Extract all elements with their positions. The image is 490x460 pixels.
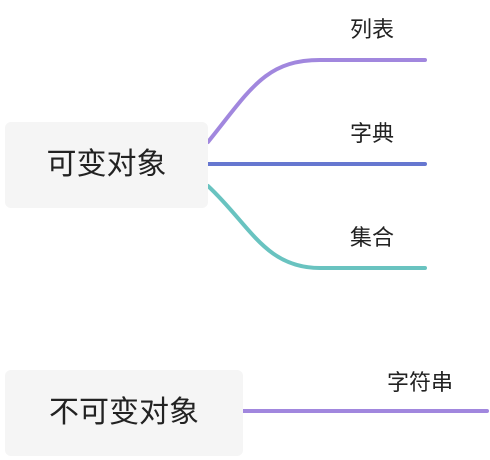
root-node-label: 不可变对象: [49, 395, 199, 430]
leaf-node-string[interactable]: 字符串: [387, 371, 454, 396]
root-node-immutable-objects[interactable]: 不可变对象: [5, 370, 243, 456]
edge-mutable-to-set: [206, 184, 427, 270]
edge-mutable-to-list: [206, 58, 427, 144]
root-node-label: 可变对象: [46, 147, 167, 182]
leaf-node-dict[interactable]: 字典: [350, 122, 395, 147]
root-node-mutable-objects[interactable]: 可变对象: [5, 122, 208, 208]
leaf-node-list[interactable]: 列表: [350, 18, 395, 43]
leaf-node-set[interactable]: 集合: [350, 226, 395, 251]
